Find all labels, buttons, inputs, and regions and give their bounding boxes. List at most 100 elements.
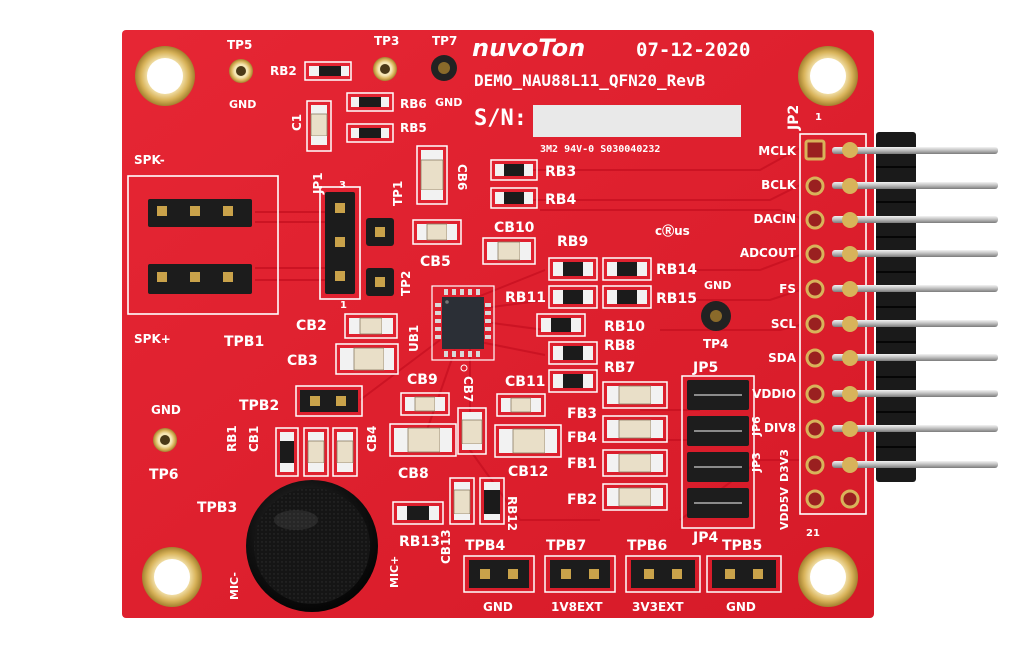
tp5-pad [229,59,253,83]
label-1v8ext: 1V8EXT [551,600,603,614]
label-jp2-pin1: 1 [815,112,822,123]
label-cb10: CB10 [494,220,535,236]
label-tp3: TP3 [374,34,399,48]
cb13-capacitor [449,477,475,525]
cb9-capacitor [400,392,450,416]
fine-print: 3M2 94V-0 S030040232 [540,144,660,155]
mounting-hole-tr [798,46,858,106]
jp1-outline [319,186,361,300]
label-rb3: RB3 [545,164,576,180]
label-rb13: RB13 [399,534,440,550]
cb2-capacitor [344,313,398,339]
label-rb6: RB6 [400,97,427,111]
label-cb6: CB6 [455,164,469,190]
microphone-icon [246,480,378,612]
tp2-post [366,268,394,296]
rb15-resistor [602,285,652,309]
speaker-outline [127,175,279,315]
label-rb12: RB12 [505,496,519,531]
label-cb12: CB12 [508,464,548,480]
label-spk-minus: SPK- [134,153,165,167]
label-tpb4: TPB4 [465,538,505,554]
label-mic-plus: MIC+ [388,556,401,588]
rb2-resistor [304,61,352,81]
rb11-resistor [548,285,598,309]
label-spk-plus: SPK+ [134,332,171,346]
label-rb10: RB10 [604,319,645,335]
label-rb1: RB1 [225,425,239,452]
label-jp1-pin3: 3 [339,180,346,191]
rb6-resistor [346,92,394,112]
label-jp2-pin21: 21 [806,528,820,539]
label-cb7: CB7 [461,376,475,402]
board-date: 07-12-2020 [636,39,750,61]
cert-mark: cⓇus [655,223,690,238]
label-gnd-tpb5: GND [726,600,756,614]
label-ub1: UB1 [407,325,421,352]
rb13-resistor [392,501,444,525]
signal-label: ADCOUT [740,246,797,260]
tpb2-header [295,385,363,417]
tpb6-header [625,555,701,593]
rb10-resistor [536,313,586,337]
label-vdd5v: VDD5V [778,487,791,530]
label-gnd-tp4: GND [704,279,731,292]
label-d3v3: D3V3 [778,449,791,482]
label-gnd-tp5: GND [229,98,256,111]
label-tpb5: TPB5 [722,538,762,554]
label-cb9: CB9 [407,372,438,388]
fb4-ferrite [602,415,668,443]
tpb7-header [544,555,616,593]
label-rb7: RB7 [604,360,635,376]
label-cb11: CB11 [505,374,545,390]
label-gnd-tp6: GND [151,403,181,417]
fb2-ferrite [602,483,668,511]
label-c1: C1 [290,114,304,131]
label-jp4: JP4 [692,530,718,546]
label-rb14: RB14 [656,262,697,278]
mounting-hole-tl [135,46,195,106]
label-jp5: JP5 [692,360,718,376]
label-jp3: JP3 [750,452,763,473]
cb3-capacitor [335,343,399,375]
ub1-qfn-chip [431,285,495,372]
cb4-capacitor [332,427,358,477]
cb10-capacitor [482,237,536,265]
label-cb3: CB3 [287,353,318,369]
cb6-capacitor [416,145,448,205]
speaker-minus-header [148,199,252,227]
cb1-capacitor [303,427,329,477]
signal-label: BCLK [761,178,797,192]
label-tpb1: TPB1 [224,334,264,350]
label-rb2: RB2 [270,64,297,78]
fb1-ferrite [602,449,668,477]
rb3-resistor [490,159,538,181]
label-rb9: RB9 [557,234,588,250]
label-cb2: CB2 [296,318,327,334]
label-tp7: TP7 [432,34,457,48]
rb12-resistor [479,477,505,525]
cb5-capacitor [412,219,462,245]
jp2-pin-header [804,132,998,509]
label-tp2: TP2 [399,271,413,296]
jumper-block [681,375,755,529]
cb11-capacitor [496,393,546,417]
jp1-header [325,192,355,294]
tp3-pad [373,57,397,81]
mounting-hole-bl [142,547,202,607]
label-tpb7: TPB7 [546,538,586,554]
signal-label: MCLK [758,144,796,158]
label-fb3: FB3 [567,406,597,422]
sn-label: S/N: [474,106,527,131]
tpb4-header [463,555,535,593]
rb7-resistor [548,369,598,393]
label-tpb6: TPB6 [627,538,667,554]
label-jp1: JP1 [311,172,325,195]
rb4-resistor [490,187,538,209]
label-gnd-tpb4: GND [483,600,513,614]
label-3v3ext: 3V3EXT [632,600,684,614]
label-jp2: JP2 [786,105,802,131]
label-jp1-pin1: 1 [340,300,347,311]
mounting-hole-br [798,547,858,607]
